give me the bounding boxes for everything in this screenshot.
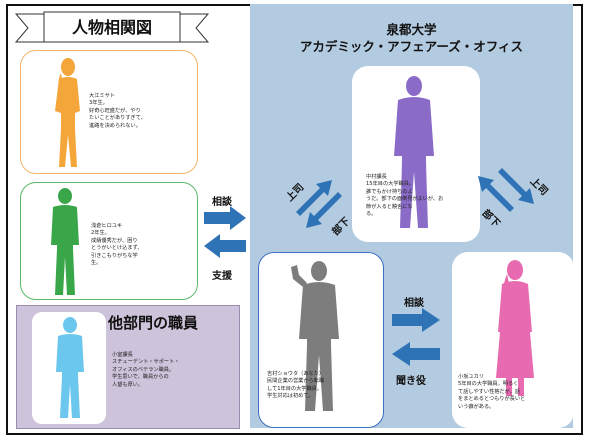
- card-student-orange: 大江ミサト 3年生。 好奇心旺盛だが、やり たいことがありすぎて、 進路を決めら…: [20, 50, 198, 174]
- other-department-title: 他部門の職員: [108, 314, 199, 332]
- desc-other-blue: 小室課長 スチューデント・サポート・ オフィスのベテラン職員。 学生思いで、職員…: [112, 352, 180, 388]
- desc-staff-pink: 小坂ユカリ 5年目の大学職員。明るく て話しやすい性格だが、話 をまとめるとつも…: [458, 374, 526, 410]
- desc-student-orange: 大江ミサト 3年生。 好奇心旺盛だが、やり たいことがありすぎて、 進路を決めら…: [89, 93, 146, 129]
- person-silhouette-lightblue: [56, 317, 84, 418]
- arrow-listener-left: [392, 342, 440, 366]
- card-other-blue: [32, 312, 106, 424]
- arrow-boss-up-left: [296, 180, 332, 216]
- title-ribbon: 人物相関図: [14, 10, 210, 46]
- desc-student-green: 浅倉ヒロユキ 2年生。 成績優秀だが、困り とうがいとけ込まず、 引きこもりがち…: [91, 223, 143, 267]
- card-manager-purple: 中村課長 15年目の大学職員。 誰でもかけ持ちのよ うだ。部下の面倒見がよいが、…: [352, 66, 480, 242]
- person-silhouette-purple: [394, 76, 434, 228]
- person-silhouette-orange: [55, 58, 80, 167]
- label-consult-middle: 相談: [404, 298, 424, 309]
- desc-staff-gray: 吉村ショウタ（あなた） 民間企業の営業から転職 して1年目の大学職員。 学生対応…: [267, 371, 325, 400]
- arrow-boss-up-right: [478, 176, 514, 212]
- person-silhouette-green: [51, 188, 79, 295]
- card-staff-pink: 小坂ユカリ 5年目の大学職員。明るく て話しやすい性格だが、話 をまとめるとつも…: [452, 252, 574, 428]
- person-silhouette-gray: [291, 261, 339, 411]
- arrow-consult-right: [204, 206, 246, 230]
- label-consult-left: 相談: [212, 197, 232, 208]
- arrow-consult-middle-right: [392, 308, 440, 332]
- desc-manager-purple: 中村課長 15年目の大学職員。 誰でもかけ持ちのよ うだ。部下の面倒見がよいが、…: [366, 174, 444, 218]
- card-student-green: 浅倉ヒロユキ 2年生。 成績優秀だが、困り とうがいとけ込まず、 引きこもりがち…: [20, 182, 198, 300]
- arrow-support-left: [204, 234, 246, 258]
- card-staff-gray: 吉村ショウタ（あなた） 民間企業の営業から転職 して1年目の大学職員。 学生対応…: [258, 252, 384, 428]
- label-support-left: 支援: [212, 271, 232, 282]
- diagram-title: 人物相関図: [71, 18, 152, 37]
- arrow-subordinate-down-right: [498, 168, 534, 204]
- organization-name-line2: アカデミック・アフェアーズ・オフィス: [299, 39, 524, 54]
- label-listener: 聞き役: [396, 376, 426, 387]
- person-silhouette-pink: [496, 260, 534, 396]
- organization-name: 泉都大学 アカデミック・アフェアーズ・オフィス: [250, 21, 573, 55]
- arrow-subordinate-down-left: [306, 192, 342, 228]
- organization-name-line1: 泉都大学: [386, 22, 437, 37]
